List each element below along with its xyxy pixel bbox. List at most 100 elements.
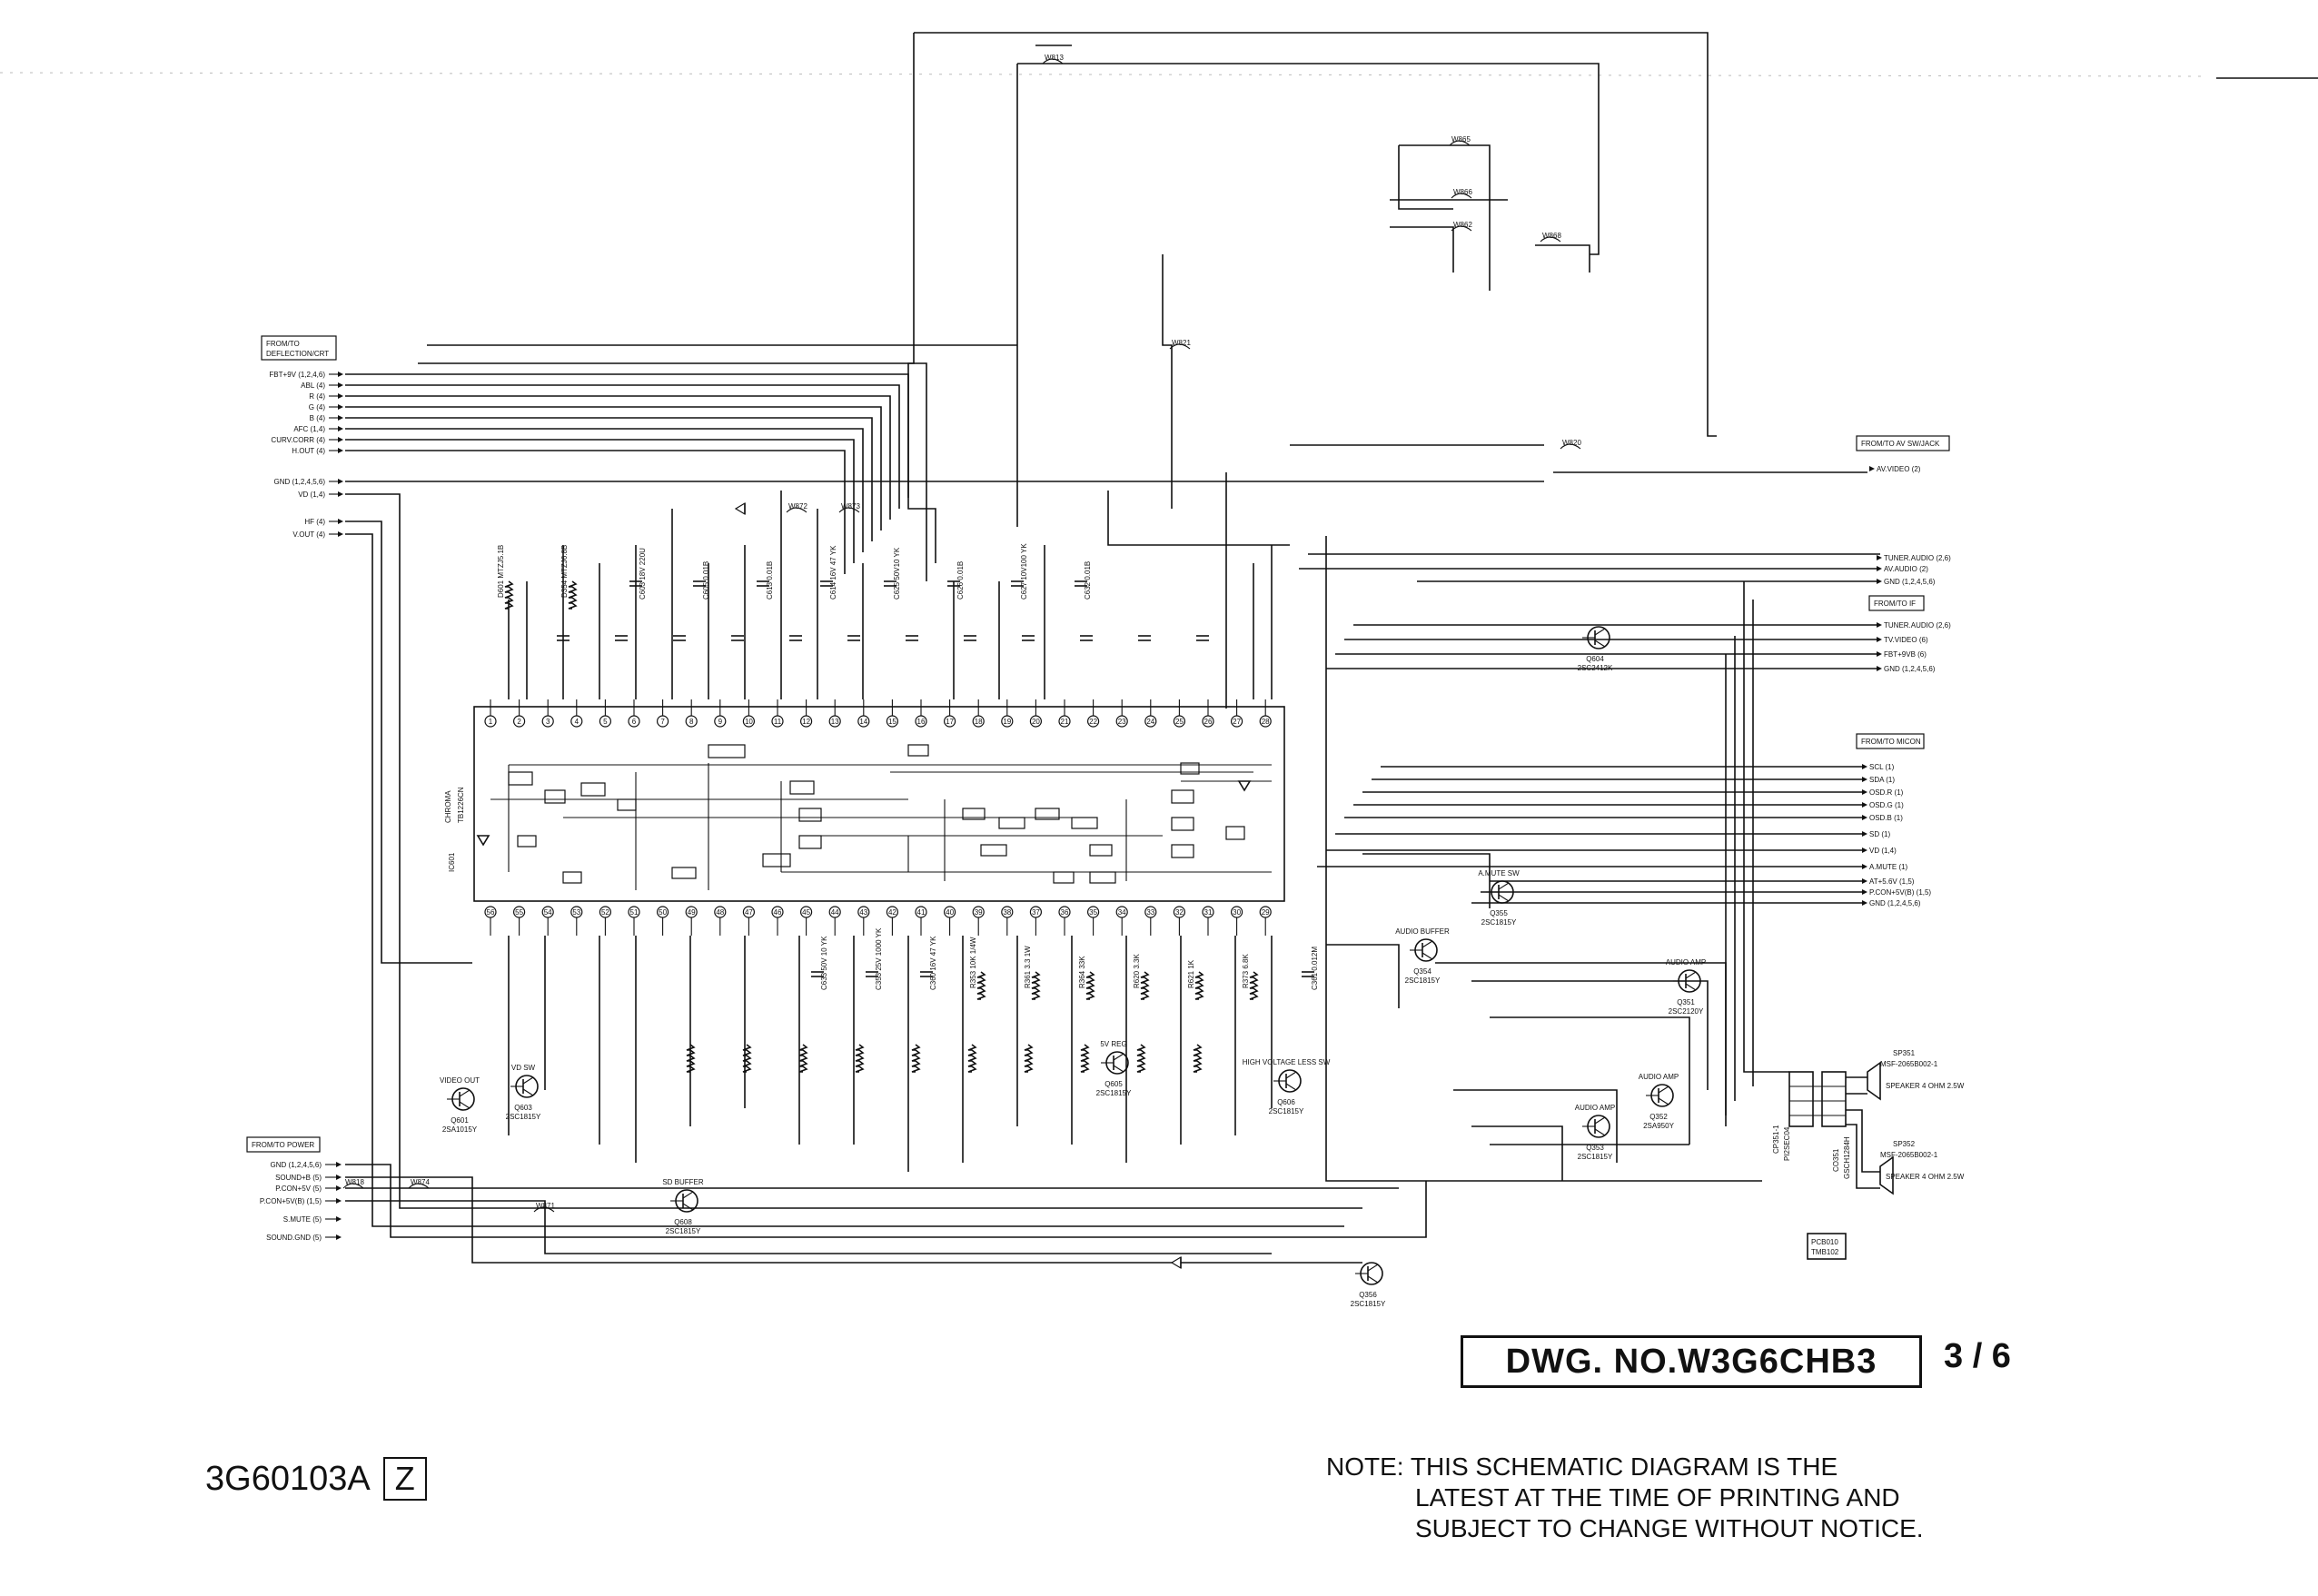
connector-signal-label: GND (1,2,4,5,6) <box>1869 899 1921 907</box>
component-label: C633 50V 10 YK <box>820 936 828 990</box>
resistor-symbol <box>1193 1044 1203 1073</box>
resistor-symbol <box>976 971 986 1000</box>
transistor-role-label: HIGH VOLTAGE LESS SW <box>1243 1058 1331 1066</box>
drawing-number-box: DWG. NO.W3G6CHB3 <box>1461 1335 1922 1388</box>
if-signal-list: TUNER.AUDIO (2,6)AV.AUDIO (2)GND (1,2,4,… <box>1877 554 1951 673</box>
deflection-signal-label: CURV.CORR (4) <box>271 436 325 444</box>
ic-pin-number: 54 <box>544 908 552 917</box>
ic-pin-number: 24 <box>1146 718 1154 726</box>
ic-internal-block <box>1171 844 1194 858</box>
transistor-ref-label: Q353 <box>1586 1144 1604 1152</box>
deflection-signal-label: R (4) <box>309 392 325 401</box>
ic-pin-number: 53 <box>572 908 580 917</box>
deflection-signal-label: ABL (4) <box>301 382 325 390</box>
jumper-arc <box>342 1183 364 1189</box>
av-connector: FROM/TO AV SW/JACK <box>1856 435 1950 451</box>
ic-pin-number: 26 <box>1204 718 1213 726</box>
ic-pin-number: 15 <box>888 718 896 726</box>
transistor-ref-label: Q351 <box>1677 998 1695 1006</box>
ic-pin-number: 4 <box>575 718 580 726</box>
deflection-signal-label: HF (4) <box>304 518 325 526</box>
connector-signal-label: VD (1,4) <box>1869 847 1897 855</box>
connector-signal-label: OSD.B (1) <box>1869 814 1903 822</box>
arrow-icon <box>338 437 343 442</box>
jumper-label: W865 <box>1451 135 1471 144</box>
jumper-label: W820 <box>1562 439 1581 447</box>
ic-pin-number: 6 <box>632 718 637 726</box>
arrow-icon <box>338 531 343 537</box>
arrow-icon <box>338 372 343 377</box>
power-signal-label: SOUND.GND (5) <box>266 1234 322 1242</box>
transistor-part-label: 2SC2120Y <box>1669 1007 1704 1016</box>
component-label: C632 0.01B <box>1084 561 1092 600</box>
document-code-block: 3G60103A Z <box>205 1457 427 1501</box>
ic-internal-block <box>1180 762 1200 775</box>
ic-pin-number: 23 <box>1118 718 1126 726</box>
ic-pin-number: 17 <box>946 718 954 726</box>
svg-text:CHROMA: CHROMA <box>444 790 452 823</box>
transistor-ref-label: Q605 <box>1105 1080 1123 1088</box>
ic-pin-number: 39 <box>975 908 983 917</box>
ic-internal-block <box>798 835 822 849</box>
jumper-arc <box>786 507 807 513</box>
ic-pin-number: 49 <box>688 908 696 917</box>
arrow-icon <box>338 479 343 484</box>
resistor-symbol <box>855 1044 865 1073</box>
jumper-loop <box>907 32 1717 563</box>
jumper-arc <box>1169 343 1191 350</box>
ic-pin-number: 55 <box>515 908 523 917</box>
pcb-sub-label: TMB102 <box>1811 1248 1839 1256</box>
component-label: R621 1K <box>1187 959 1195 988</box>
arrow-icon <box>336 1234 342 1240</box>
jumper-arc <box>1042 58 1064 64</box>
ic-pin-number: 27 <box>1233 718 1241 726</box>
connector-signal-label: SCL (1) <box>1869 763 1895 771</box>
power-signal-label: S.MUTE (5) <box>283 1215 322 1224</box>
deflection-signal-label: H.OUT (4) <box>292 447 325 455</box>
ic-pin-number: 50 <box>659 908 667 917</box>
jumper-label: W821 <box>1172 339 1191 347</box>
arrow-icon <box>336 1216 342 1222</box>
transistor-part-label: 2SC1815Y <box>1481 918 1517 927</box>
resistor-symbol <box>1249 971 1259 1000</box>
svg-text:IC601: IC601 <box>448 852 456 872</box>
arrow-icon <box>336 1162 342 1167</box>
power-signal-label: GND (1,2,4,5,6) <box>271 1161 322 1169</box>
arrow-icon <box>336 1198 342 1204</box>
ic-pin-number: 34 <box>1118 908 1126 917</box>
micon-connector: FROM/TO MICON <box>1856 733 1925 749</box>
ic-internal-block <box>962 808 986 820</box>
transistor-part-label: 2SC1815Y <box>1351 1300 1386 1308</box>
component-label: C626 0.01B <box>956 561 965 600</box>
component-label: R373 6.8K <box>1242 954 1250 988</box>
arrow-icon <box>338 415 343 421</box>
jumper-arc <box>408 1183 430 1189</box>
jumper-arc <box>1560 443 1581 450</box>
arrow-icon <box>338 448 343 453</box>
component-label: D601 MTZJ5.1B <box>497 545 505 598</box>
svg-text:FROM/TO MICON: FROM/TO MICON <box>1861 738 1921 746</box>
arrow-icon <box>338 404 343 410</box>
power-signal-label: SOUND+B (5) <box>275 1174 322 1182</box>
ic-pin-number: 51 <box>630 908 639 917</box>
connector-signal-label: TUNER.AUDIO (2,6) <box>1884 554 1951 562</box>
svg-text:TB1226CN: TB1226CN <box>457 787 465 823</box>
diode-icon <box>734 501 746 516</box>
ic-pin-number: 18 <box>975 718 983 726</box>
arrow-icon <box>338 393 343 399</box>
speaker-ref-label: SP351 <box>1893 1049 1916 1057</box>
resistor-symbol <box>1024 1044 1034 1073</box>
transistor-ref-label: Q354 <box>1413 967 1431 976</box>
ground-icon <box>476 835 490 847</box>
fold-line <box>0 72 2208 77</box>
component-label: R620 3.3K <box>1133 954 1141 988</box>
transistor-role-label: A.MUTE SW <box>1478 869 1520 877</box>
ic-pin-number: 3 <box>546 718 550 726</box>
ic-pin-number: 21 <box>1061 718 1069 726</box>
transistor-role-label: AUDIO AMP <box>1575 1104 1615 1112</box>
ic-internal-block <box>998 817 1025 829</box>
ic-internal-block <box>1071 817 1098 829</box>
ic-pin-number: 32 <box>1175 908 1184 917</box>
connector-signal-label: GND (1,2,4,5,6) <box>1884 578 1936 586</box>
